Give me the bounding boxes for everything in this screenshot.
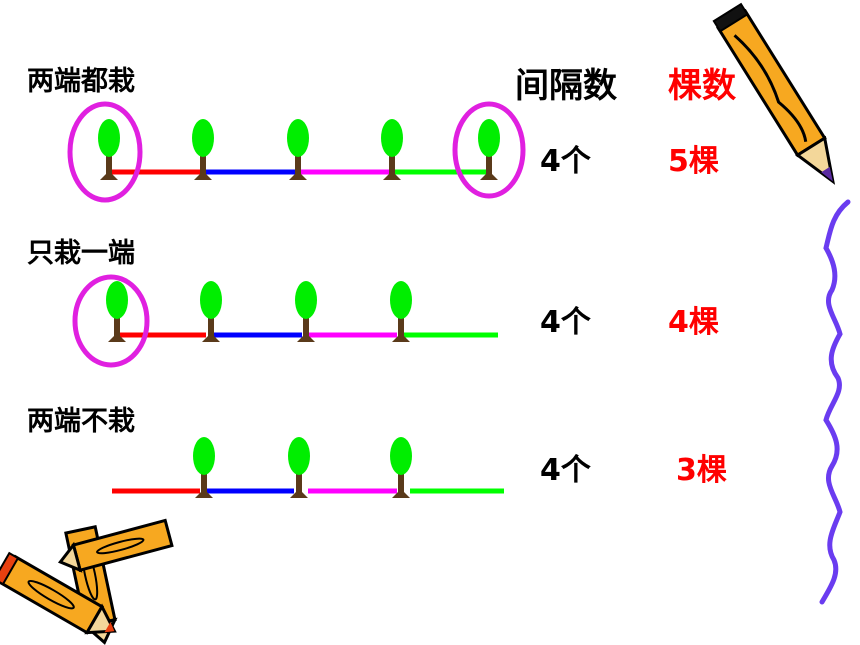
pencil-icon: [712, 2, 836, 185]
case-title-one-end: 只栽一端: [27, 238, 135, 269]
highlight-circle: [67, 101, 143, 203]
squiggle-line: [819, 199, 851, 605]
case-trees-one-end: 4棵: [668, 305, 719, 340]
crayons-icon: [0, 518, 174, 645]
header-intervals: 间隔数: [515, 66, 617, 106]
highlight-circle: [452, 101, 526, 199]
case-title-no-ends: 两端不栽: [27, 406, 135, 437]
header-trees: 棵数: [668, 66, 736, 106]
case-intervals-no-ends: 4个: [540, 453, 591, 488]
case-intervals-one-end: 4个: [540, 305, 591, 340]
highlight-circle: [72, 274, 150, 368]
case-intervals-both-ends: 4个: [540, 144, 591, 179]
case-trees-no-ends: 3棵: [676, 453, 727, 488]
case-title-both-ends: 两端都栽: [27, 66, 135, 97]
case-trees-both-ends: 5棵: [668, 144, 719, 179]
